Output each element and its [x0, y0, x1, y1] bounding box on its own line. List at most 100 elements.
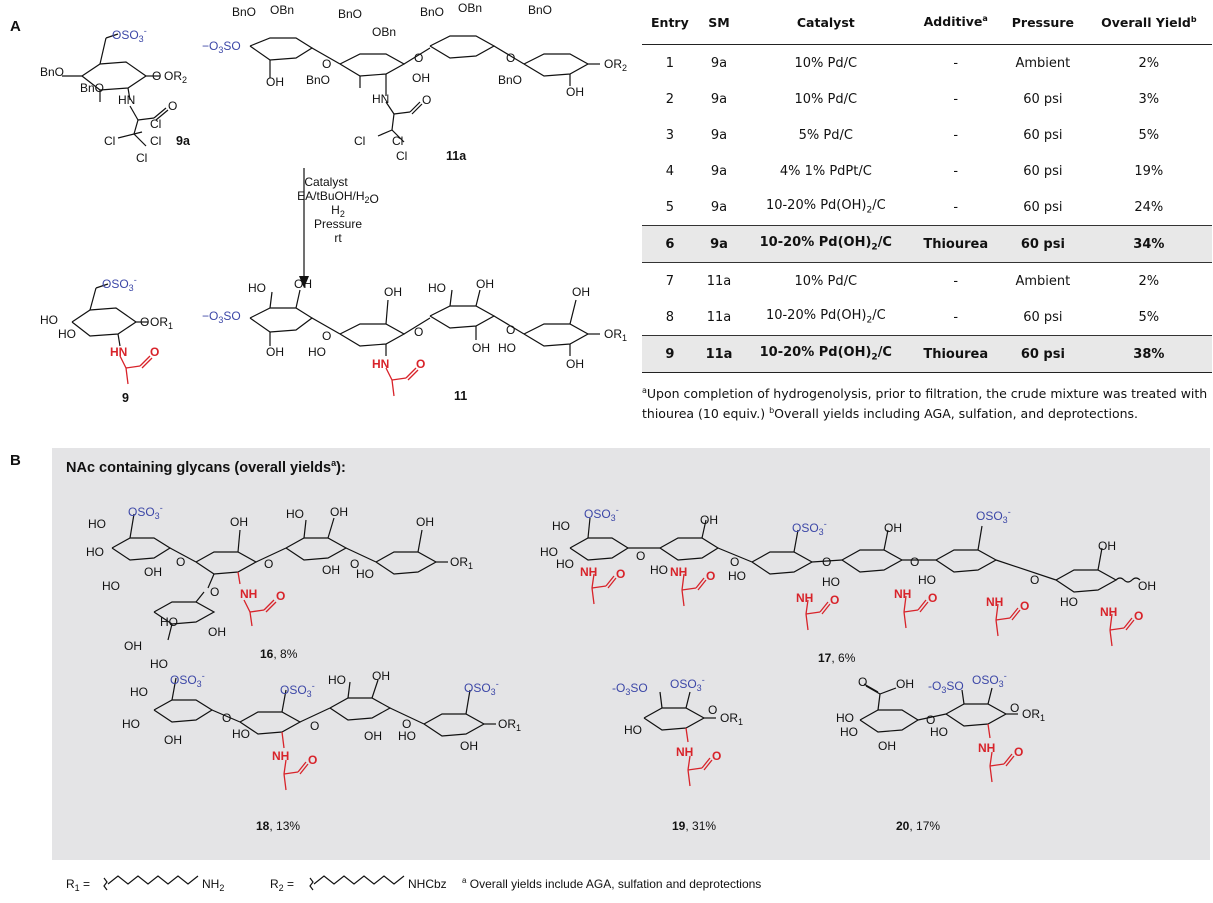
footnote-a: Upon completion of hydrogenolysis, prior… — [642, 386, 1208, 422]
svg-text:O: O — [168, 99, 177, 113]
svg-text:HO: HO — [624, 723, 642, 737]
yield-table: Entry SM Catalyst Additivea Pressure Ove… — [642, 0, 1212, 373]
compound-18-label: 18, 13% — [256, 819, 300, 833]
svg-text:OH: OH — [294, 277, 312, 291]
svg-text:OH: OH — [1138, 579, 1156, 593]
cell-yield: 2% — [1138, 273, 1160, 289]
r2-end: NHCbz — [408, 877, 447, 891]
compound-17-label: 17, 6% — [818, 651, 856, 665]
cell-additive: - — [953, 91, 959, 107]
svg-text:Cl: Cl — [396, 149, 407, 163]
svg-text:O: O — [1010, 701, 1019, 715]
svg-text:O: O — [422, 93, 431, 107]
svg-text:NH: NH — [240, 587, 257, 601]
svg-text:HO: HO — [540, 545, 558, 559]
svg-text:OR2: OR2 — [604, 57, 627, 73]
svg-text:OH: OH — [124, 639, 142, 653]
cond-solvent: EA/tBuOH/H2O — [297, 189, 379, 206]
cell-pressure: 60 psi — [1023, 127, 1063, 143]
cell-additive: - — [953, 163, 959, 179]
r1-label: R1 = — [66, 877, 90, 893]
svg-text:BnO: BnO — [338, 7, 362, 21]
sm2-label: 11a — [446, 149, 467, 163]
cell-catalyst: 10% Pd/C — [794, 273, 858, 289]
svg-text:OH: OH — [566, 357, 584, 371]
svg-text:HO: HO — [232, 727, 250, 741]
svg-text:OH: OH — [896, 677, 914, 691]
svg-text:OH: OH — [572, 285, 590, 299]
cell-pressure: Ambient — [1015, 273, 1071, 289]
cell-additive: - — [953, 199, 959, 215]
svg-text:HO: HO — [130, 685, 148, 699]
svg-text:HO: HO — [102, 579, 120, 593]
svg-text:Cl: Cl — [104, 134, 115, 148]
svg-text:NH: NH — [796, 591, 813, 605]
svg-text:HO: HO — [498, 341, 516, 355]
svg-text:O: O — [708, 703, 717, 717]
svg-text:OH: OH — [384, 285, 402, 299]
svg-text:HO: HO — [556, 557, 574, 571]
svg-text:HO: HO — [428, 281, 446, 295]
svg-text:OSO3-: OSO3- — [112, 26, 147, 44]
svg-text:O: O — [1014, 745, 1023, 759]
cell-pressure: 60 psi — [1000, 335, 1086, 373]
svg-text:NH: NH — [676, 745, 693, 759]
svg-text:BnO: BnO — [528, 3, 552, 17]
svg-text:OH: OH — [700, 513, 718, 527]
cell-catalyst: 5% Pd/C — [798, 127, 853, 143]
cell-catalyst: 10-20% Pd(OH)2/C — [765, 198, 886, 216]
cell-entry: 8 — [665, 309, 675, 325]
cell-sm: 11a — [697, 335, 741, 373]
svg-text:HO: HO — [840, 725, 858, 739]
cell-entry: 2 — [665, 91, 675, 107]
svg-text:HO: HO — [58, 327, 76, 341]
svg-text:O: O — [636, 549, 645, 563]
svg-text:O: O — [928, 591, 937, 605]
cell-yield: 5% — [1138, 127, 1160, 143]
svg-text:OH: OH — [472, 341, 490, 355]
svg-text:OSO3-: OSO3- — [670, 675, 705, 693]
svg-text:OH: OH — [330, 505, 348, 519]
svg-text:Cl: Cl — [150, 117, 161, 131]
svg-text:NH: NH — [272, 749, 289, 763]
svg-text:HO: HO — [356, 567, 374, 581]
bottom-note: a Overall yields include AGA, sulfation … — [462, 876, 762, 891]
svg-text:HO: HO — [398, 729, 416, 743]
cond-rt: rt — [334, 231, 342, 245]
svg-text:HO: HO — [1060, 595, 1078, 609]
compound-19-label: 19, 31% — [672, 819, 716, 833]
svg-text:NH: NH — [1100, 605, 1117, 619]
svg-text:HO: HO — [308, 345, 326, 359]
cell-additive: - — [953, 55, 959, 71]
svg-text:BnO: BnO — [232, 5, 256, 19]
svg-text:OR1: OR1 — [1022, 707, 1045, 723]
svg-text:HO: HO — [328, 673, 346, 687]
svg-text:O: O — [506, 51, 515, 65]
cell-additive: - — [953, 273, 959, 289]
svg-text:Cl: Cl — [150, 134, 161, 148]
svg-text:OR1: OR1 — [450, 555, 473, 571]
svg-text:O: O — [402, 717, 411, 731]
svg-text:OSO3-: OSO3- — [102, 275, 137, 293]
svg-text:O: O — [350, 557, 359, 571]
svg-text:OH: OH — [322, 563, 340, 577]
svg-text:BnO: BnO — [420, 5, 444, 19]
svg-text:-O3SO: -O3SO — [928, 679, 964, 695]
table-header-row: Entry SM Catalyst Additivea Pressure Ove… — [642, 0, 1212, 45]
svg-text:HO: HO — [122, 717, 140, 731]
svg-text:O: O — [308, 753, 317, 767]
svg-text:-O3SO: -O3SO — [612, 681, 648, 697]
svg-text:HO: HO — [918, 573, 936, 587]
cell-entry: 1 — [665, 55, 675, 71]
svg-text:OSO3-: OSO3- — [972, 671, 1007, 689]
cell-entry: 3 — [665, 127, 675, 143]
svg-text:O: O — [706, 569, 715, 583]
svg-text:OH: OH — [878, 739, 896, 753]
svg-text:O: O — [322, 329, 331, 343]
